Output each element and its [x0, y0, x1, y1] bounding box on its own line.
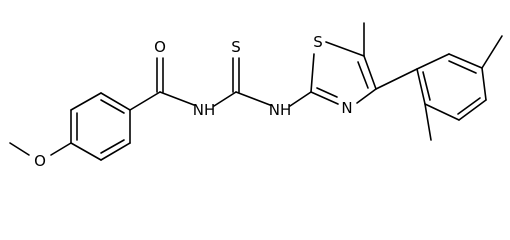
atom-label-amide-nh: NH	[193, 101, 216, 119]
bond-thiocarbonyl-nh	[235, 91, 271, 106]
atom-label-thiazole-nh: NH	[269, 101, 292, 119]
bond-network	[9, 22, 503, 161]
bond-thiazole-c2-s	[310, 53, 315, 93]
bond-aryl-b	[448, 53, 483, 69]
molecule-structure-drawing: O S NH NH S N O	[9, 22, 503, 170]
bond-aryl-b-inner	[448, 60, 477, 74]
bond-ring-carbonyl	[129, 91, 161, 111]
atom-label-thiocarbonyl-sulfur: S	[231, 38, 241, 56]
bond-c4-aryl	[375, 68, 418, 90]
bond-aryl-f-inner	[422, 71, 431, 101]
atom-label-carbonyl-oxygen: O	[154, 38, 166, 56]
bond-benzene-c-inner	[100, 99, 125, 114]
bond-thiazole-n-c2-inner	[316, 87, 338, 98]
bond-nh-thiocarbonyl	[213, 91, 237, 107]
bond-aryl-c	[481, 67, 487, 101]
bond-thiazole-n-c2	[310, 91, 339, 105]
bond-aryl-methyl-top	[481, 35, 503, 69]
bond-nh-thiazole	[289, 91, 312, 107]
bond-aryl-d	[458, 99, 487, 121]
bond-thiazole-c4-n	[356, 88, 377, 104]
atom-labels: O S NH NH S N O	[34, 33, 353, 170]
bond-thiazole-s-c5	[325, 41, 365, 57]
bond-aryl-methyl-bottom	[424, 103, 432, 141]
bond-benzene-c	[100, 92, 131, 111]
bond-aryl-d-inner	[457, 97, 481, 115]
bond-methyl-o	[9, 142, 30, 156]
atom-label-ring-sulfur: S	[313, 33, 323, 51]
bond-aryl-f	[416, 68, 426, 105]
bond-benzene-e	[100, 142, 131, 161]
bond-benzene-b	[70, 92, 102, 111]
bond-o-ring	[50, 142, 72, 156]
bond-aryl-e	[424, 103, 460, 121]
bond-thiazole-c5-c4	[363, 55, 377, 90]
bond-benzene-e-inner	[100, 139, 125, 154]
bond-carbonyl-nh	[159, 91, 195, 106]
bond-benzene-f	[70, 142, 102, 161]
bond-thiazole-c5-c4-inner	[357, 61, 369, 89]
atom-label-methoxy-oxygen: O	[34, 152, 46, 170]
atom-label-ring-nitrogen: N	[341, 99, 352, 117]
bond-aryl-a	[416, 53, 450, 70]
